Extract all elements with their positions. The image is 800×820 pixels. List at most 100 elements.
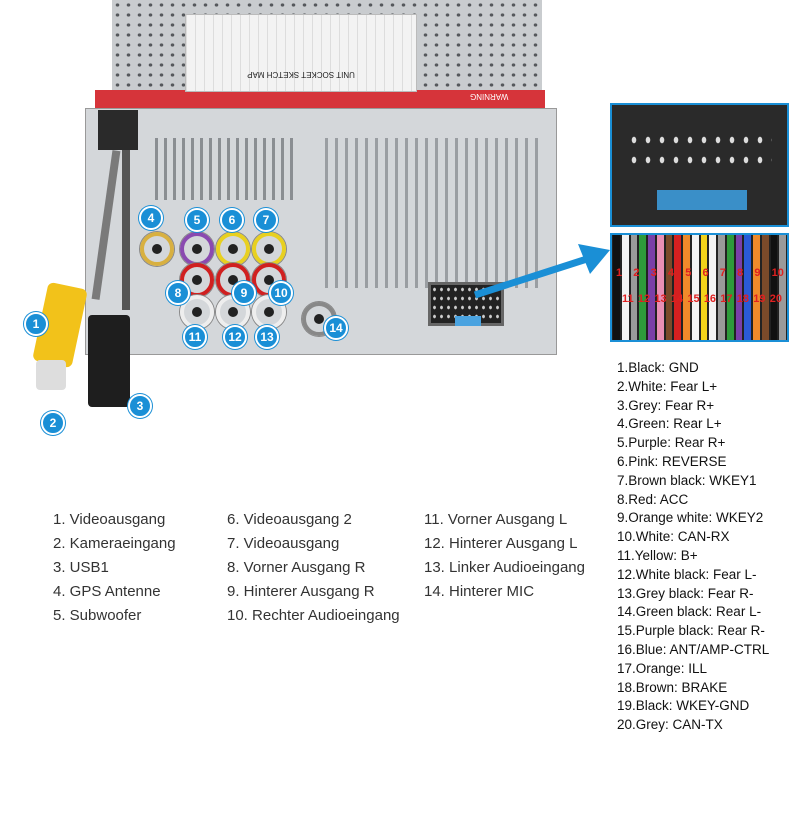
wire	[648, 235, 655, 340]
badge-7: 7	[254, 208, 278, 232]
pin-assignment-item: 5.Purple: Rear R+	[617, 435, 726, 451]
connector-pins	[627, 130, 772, 175]
legend-item: 3. USB1	[53, 559, 109, 576]
legend-item: 9. Hinterer Ausgang R	[227, 583, 375, 600]
fuse-closeup	[657, 190, 747, 210]
connector-closeup	[610, 103, 789, 227]
wire	[726, 235, 734, 340]
badge-1: 1	[24, 312, 48, 336]
pin-assignment-item: 11.Yellow: B+	[617, 547, 698, 563]
legend-item: 2. Kameraeingang	[53, 535, 176, 552]
legend-item: 4. GPS Antenne	[53, 583, 161, 600]
pin-number: 2	[633, 267, 640, 279]
pin-number: 20	[769, 293, 782, 305]
pin-number: 9	[754, 267, 761, 279]
pin-number: 11	[622, 293, 634, 305]
wire	[691, 235, 699, 340]
pin-number: 8	[737, 267, 744, 279]
pin-assignment-list: 1.Black: GND 2.White: Fear L+ 3.Grey: Fear…	[617, 359, 769, 735]
wire-bundle	[612, 235, 787, 340]
wire	[709, 235, 716, 340]
pin-number: 1	[616, 267, 623, 279]
pin-assignment-item: 2.White: Fear L+	[617, 378, 718, 394]
pin-assignment-item: 18.Brown: BRAKE	[617, 679, 728, 695]
warning-label: WARNING	[470, 92, 509, 101]
pin-assignment-item: 1.Black: GND	[617, 360, 699, 375]
legend-column-2: 6. Videoausgang 2 7. Videoausgang 8. Vorne…	[227, 508, 400, 628]
gps-antenna-port	[140, 232, 174, 266]
wire	[779, 235, 786, 340]
legend-item: 13. Linker Audioeingang	[424, 559, 585, 576]
badge-11: 11	[183, 325, 207, 349]
pin-assignment-item: 15.Purple black: Rear R-	[617, 623, 765, 639]
pin-assignment-item: 3.Grey: Fear R+	[617, 397, 715, 413]
pin-assignment-item: 17.Orange: ILL	[617, 660, 708, 676]
badge-2: 2	[41, 411, 65, 435]
rca-plug-tip	[36, 360, 66, 390]
pin-number: 16	[703, 293, 717, 305]
wire	[665, 235, 673, 340]
legend-item: 12. Hinterer Ausgang L	[424, 535, 578, 552]
pin-assignment-item: 10.White: CAN-RX	[617, 529, 730, 545]
pin-assignment-item: 19.Black: WKEY-GND	[617, 698, 750, 714]
badge-5: 5	[185, 208, 209, 232]
pin-assignment-item: 16.Blue: ANT/AMP-CTRL	[617, 641, 770, 657]
badge-12: 12	[223, 325, 247, 349]
pin-assignment-item: 13.Grey black: Fear R-	[617, 585, 754, 601]
video-out-port	[252, 232, 286, 266]
wire	[656, 235, 664, 340]
legend-item: 7. Videoausgang	[227, 535, 340, 552]
vent-slots	[155, 138, 295, 200]
wire	[770, 235, 778, 340]
pin-number: 10	[771, 267, 784, 279]
legend-column-1: 1. Videoausgang 2. Kameraeingang 3. USB1 4.…	[53, 508, 176, 628]
pin-number: 17	[720, 293, 733, 305]
legend-item: 1. Videoausgang	[53, 511, 166, 528]
sticker-title: UNIT SOCKET SKETCH MAP	[247, 70, 355, 79]
legend-item: 8. Vorner Ausgang R	[227, 559, 366, 576]
pin-number: 19	[753, 293, 766, 305]
badge-14: 14	[324, 316, 348, 340]
badge-3: 3	[128, 394, 152, 418]
wire	[718, 235, 725, 340]
pin-number: 13	[654, 293, 667, 305]
pin-number: 15	[687, 293, 700, 305]
wire	[621, 235, 629, 340]
wire	[753, 235, 760, 340]
pin-number: 18	[736, 293, 750, 305]
legend-item: 10. Rechter Audioeingang	[227, 607, 400, 624]
badge-8: 8	[166, 281, 190, 305]
pin-number: 12	[637, 293, 651, 305]
pin-assignment-item: 12.White black: Fear L-	[617, 566, 757, 582]
subwoofer-port	[180, 232, 214, 266]
vent-slots	[325, 138, 545, 288]
cable-grommet	[98, 110, 138, 150]
pin-assignment-item: 6.Pink: REVERSE	[617, 453, 727, 469]
pin-number: 3	[650, 267, 657, 279]
pin-assignment-item: 8.Red: ACC	[617, 491, 689, 507]
legend-item: 6. Videoausgang 2	[227, 511, 352, 528]
badge-13: 13	[255, 325, 279, 349]
pin-assignment-item: 7.Brown black: WKEY1	[617, 472, 757, 488]
wire	[744, 235, 751, 340]
legend-item: 5. Subwoofer	[53, 607, 142, 624]
legend-item: 14. Hinterer MIC	[424, 583, 535, 600]
warning-band	[95, 90, 545, 110]
wire	[761, 235, 769, 340]
wire	[630, 235, 638, 340]
pin-number: 6	[702, 267, 709, 279]
pin-assignment-item: 20.Grey: CAN-TX	[617, 717, 723, 733]
usb-plug	[88, 315, 130, 407]
pin-number: 7	[719, 267, 726, 279]
badge-9: 9	[232, 281, 256, 305]
wire	[613, 235, 620, 340]
usb-cable	[122, 150, 130, 310]
pin-assignment-item: 14.Green black: Rear L-	[617, 604, 762, 620]
wire	[683, 235, 690, 340]
badge-4: 4	[139, 206, 163, 230]
video-out-2-port	[216, 232, 250, 266]
